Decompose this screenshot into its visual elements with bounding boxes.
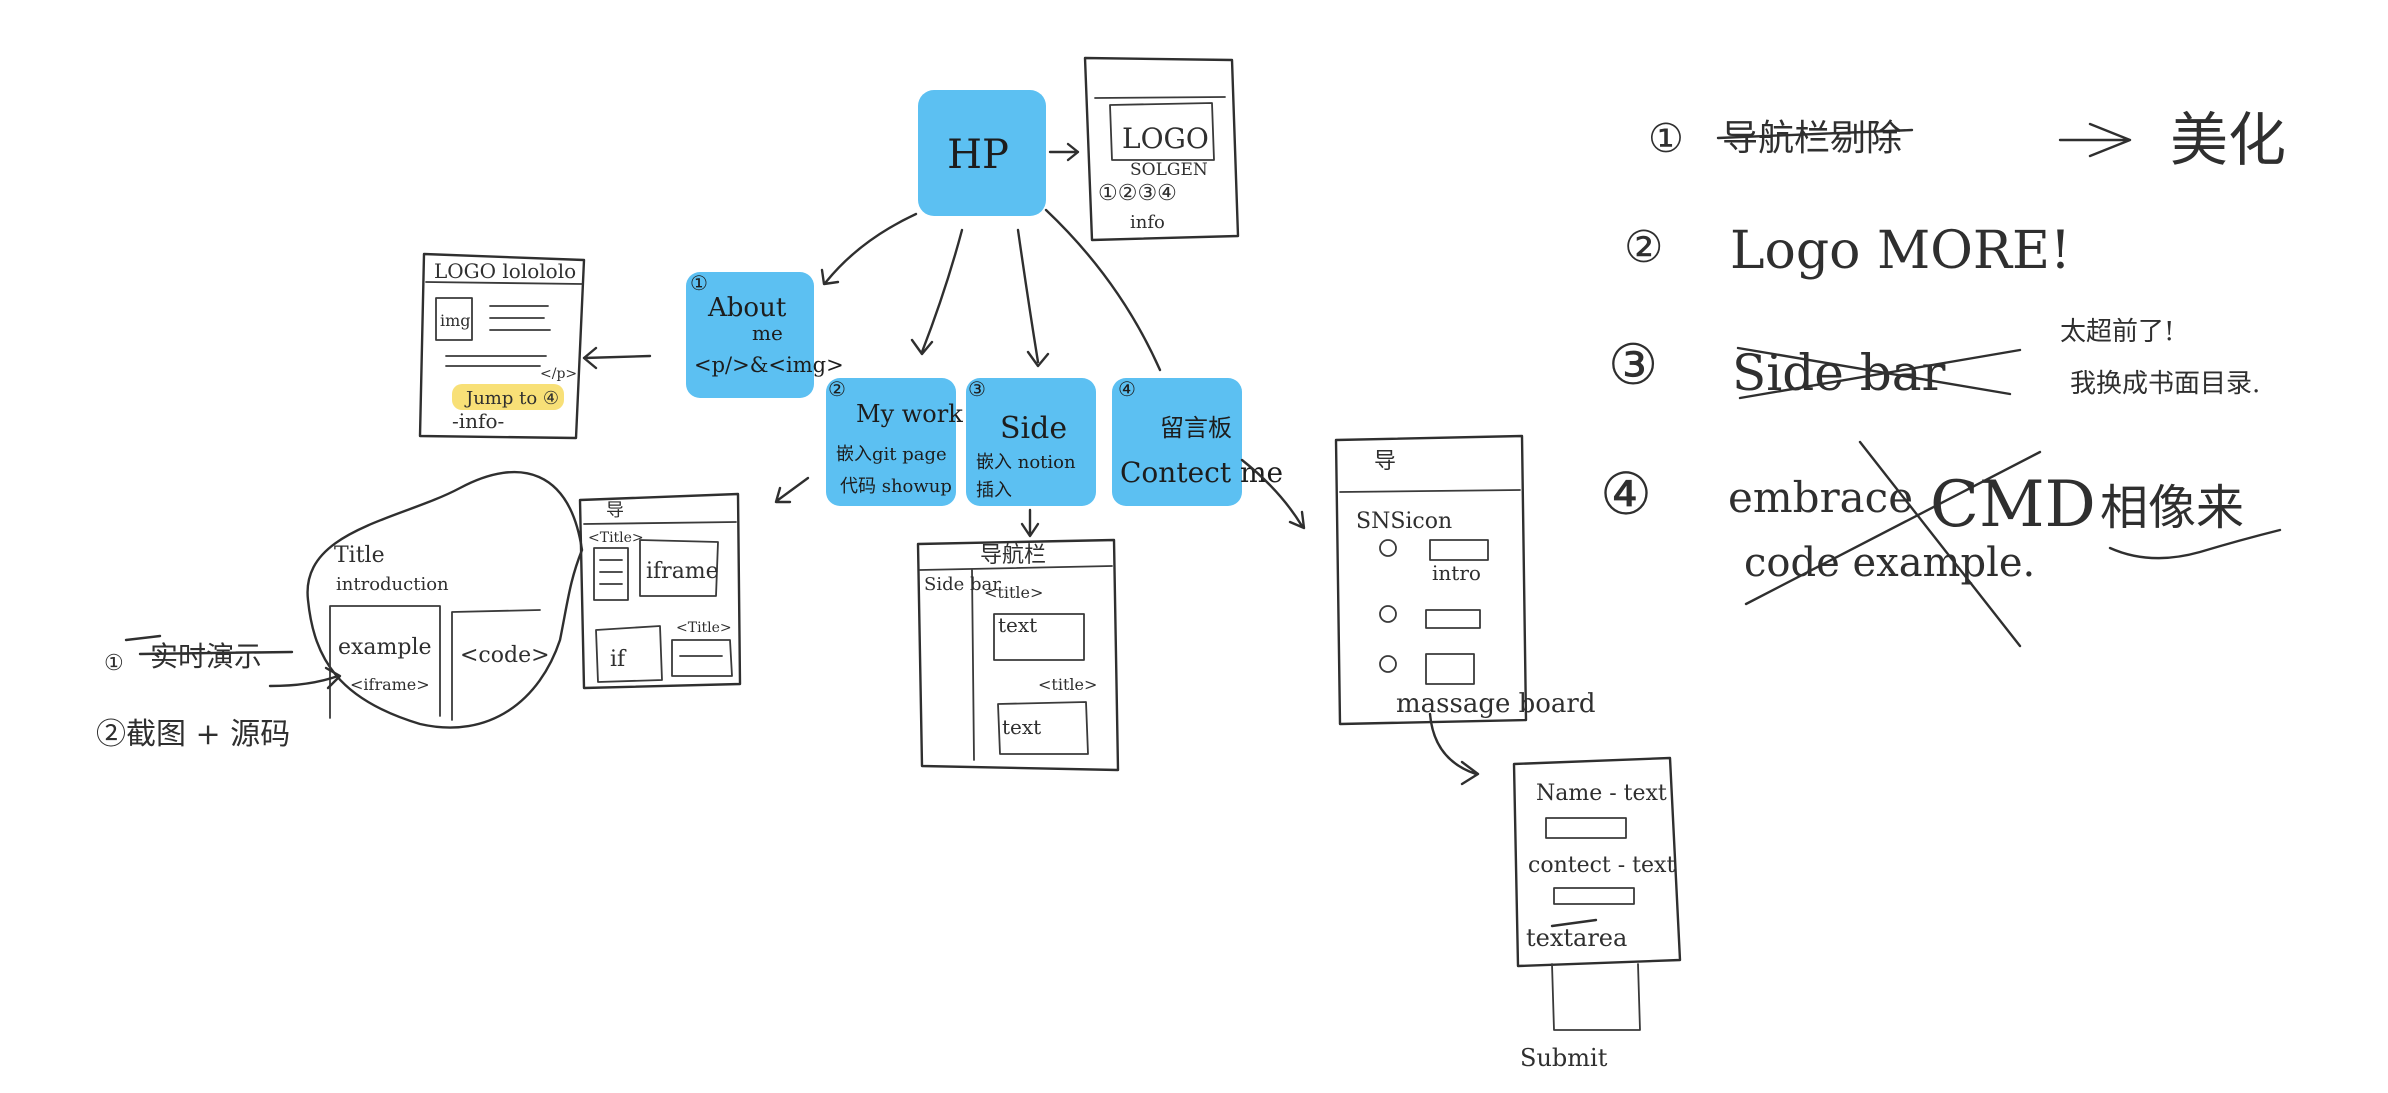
note3-comment2: 我换成书面目录. <box>2070 369 2260 399</box>
about-num: ① <box>690 271 708 295</box>
about-info-text: -info- <box>452 409 504 433</box>
arrow-hp-to-contact <box>1044 208 1162 372</box>
side-sidebar-text: Side bar <box>924 574 1001 595</box>
work-if-text: if <box>610 647 627 672</box>
arrow-work-to-wireframe <box>774 476 810 504</box>
note4-strike2: code example. <box>1744 540 2035 586</box>
contact-nav-text: 导 <box>1374 449 1396 474</box>
about-wireframe: LOGO lolololo img </p> Jump to ④ -info- <box>418 252 586 440</box>
work-notes: ① 实时演示 ②截图 + 源码 <box>96 634 342 752</box>
note1-num: ① <box>1648 116 1684 162</box>
note4-extra: 相像来 <box>2100 480 2244 536</box>
work-line2: 嵌入git page <box>836 444 947 465</box>
hp-circles-text: ①②③④ <box>1098 181 1177 206</box>
note1-strike: 导航栏剔除 <box>1722 118 1902 159</box>
hp-logo-text: LOGO <box>1122 122 1209 155</box>
side-text2: text <box>1002 715 1041 739</box>
work-num: ② <box>828 377 846 401</box>
work-note1-num: ① <box>104 651 124 676</box>
about-line3: <p/>&<img> <box>694 353 844 377</box>
contact-intro-text: intro <box>1432 561 1481 585</box>
note1-result: 美化 <box>2170 106 2286 174</box>
work-title-tag2: <Title> <box>676 620 732 636</box>
arrow-hp-to-side <box>1016 228 1050 368</box>
contact-sns-text: SNSicon <box>1356 509 1452 534</box>
about-header-text: LOGO lolololo <box>434 259 576 283</box>
zoom-code: <code> <box>460 643 550 668</box>
work-note2-text: ②截图 + 源码 <box>96 717 290 752</box>
side-node[interactable]: ③ Side 嵌入 notion 插入 <box>966 377 1096 506</box>
form-textarea-text: textarea <box>1526 924 1627 952</box>
contact-node[interactable]: ④ 留言板 Contect me <box>1112 377 1283 506</box>
arrow-about-to-wireframe <box>582 346 652 370</box>
form-name-text: Name - text <box>1536 781 1667 806</box>
zoom-iframe: <iframe> <box>350 675 430 694</box>
hp-label: HP <box>947 132 1009 178</box>
about-p-text: </p> <box>540 366 577 382</box>
work-title-tag: <Title> <box>588 530 644 546</box>
contact-board-text: massage board <box>1396 689 1596 719</box>
work-node[interactable]: ② My work 嵌入git page 代码 showup <box>826 377 963 506</box>
form-contact-text: contect - text <box>1528 853 1675 878</box>
contact-num: ④ <box>1118 377 1136 401</box>
work-iframe-text: iframe <box>646 559 719 584</box>
side-line3: 插入 <box>976 480 1012 501</box>
form-wireframe: Name - text contect - text textarea Subm… <box>1512 756 1682 1072</box>
contact-line1: 留言板 <box>1160 414 1232 442</box>
about-node[interactable]: ① About me <p/>&<img> <box>686 271 844 398</box>
note2-num: ② <box>1624 222 1663 273</box>
hp-wireframe: LOGO SOLGEN ①②③④ info <box>1083 56 1240 242</box>
arrow-hp-to-work <box>910 228 964 356</box>
work-wireframe: 导 <Title> iframe if <Title> <box>578 492 742 690</box>
side-text1: text <box>998 613 1037 637</box>
hp-node[interactable]: HP <box>918 90 1046 216</box>
hp-info-text: info <box>1130 212 1165 233</box>
arrow-side-to-wireframe <box>1020 508 1040 538</box>
work-zoom-bubble: Title introduction example <iframe> <cod… <box>306 470 584 729</box>
side-title1: <title> <box>984 583 1043 602</box>
contact-wireframe: 导 SNSicon intro massage board <box>1334 434 1596 786</box>
zoom-intro: introduction <box>336 574 449 595</box>
note3-num: ③ <box>1608 333 1658 398</box>
arrow-contact-to-wireframe <box>1240 458 1306 530</box>
side-nav-text: 导航栏 <box>980 543 1046 568</box>
form-submit-text: Submit <box>1520 1044 1608 1072</box>
arrow-hp-to-wireframe <box>1048 142 1080 162</box>
hp-slogan-text: SOLGEN <box>1130 160 1208 180</box>
zoom-example: example <box>338 635 432 660</box>
side-title2: <title> <box>1038 675 1097 694</box>
work-line1: My work <box>856 400 963 428</box>
work-note1-text: 实时演示 <box>150 640 262 673</box>
side-line2: 嵌入 notion <box>976 452 1076 473</box>
side-wireframe: 导航栏 Side bar <title> text <title> text <box>916 538 1120 772</box>
side-line1: Side <box>1000 411 1067 446</box>
arrow-hp-to-about <box>820 212 918 286</box>
about-jump-text: Jump to ④ <box>464 388 559 409</box>
note2-text: Logo MORE! <box>1730 221 2071 281</box>
note4-strike1: embrace <box>1728 473 1913 522</box>
note4-num: ④ <box>1600 460 1652 528</box>
about-line2: me <box>752 321 783 345</box>
about-img-text: img <box>440 311 471 330</box>
note4-cmd: CMD <box>1930 468 2096 542</box>
note3-comment1: 太超前了! <box>2060 317 2174 347</box>
notes-panel: ① 导航栏剔除 美化 ② Logo MORE! ③ Side bar 太超前了!… <box>1600 106 2286 648</box>
side-num: ③ <box>968 377 986 401</box>
about-line1: About <box>707 293 787 323</box>
zoom-title: Title <box>334 543 385 568</box>
work-nav-text: 导 <box>606 500 624 521</box>
work-line3: 代码 showup <box>840 476 952 497</box>
